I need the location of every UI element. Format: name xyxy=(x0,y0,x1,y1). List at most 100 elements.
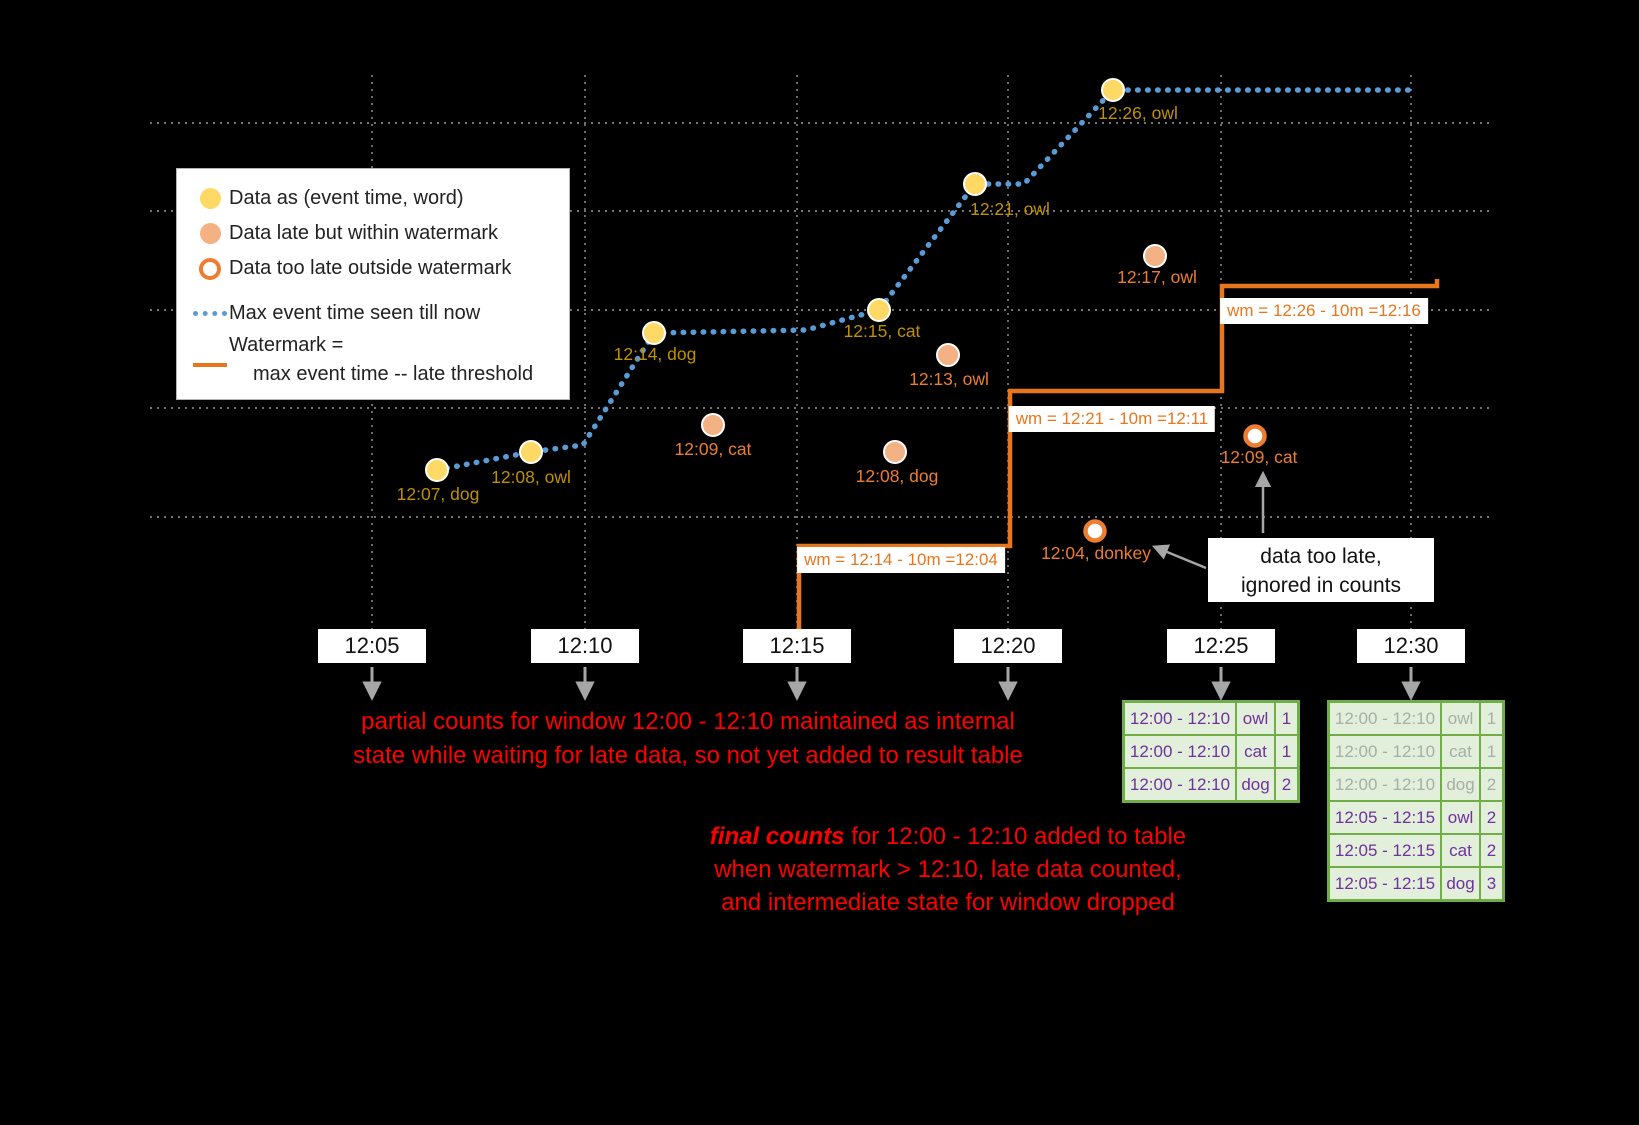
count-cell: 1 xyxy=(1479,700,1505,736)
legend-item-on-time: Data as (event time, word) xyxy=(191,181,561,216)
max-event-time-line xyxy=(434,87,1417,473)
watermark-value-label: wm = 12:14 - 10m =12:04 xyxy=(797,547,1005,573)
on-time-data-point xyxy=(425,458,449,482)
window-cell: 12:00 - 12:10 xyxy=(1122,700,1237,736)
on-time-point-icon xyxy=(191,188,229,209)
too-late-point-label: 12:04, donkey xyxy=(1041,543,1151,563)
on-time-data-point xyxy=(642,321,666,345)
too-late-point-label: 12:09, cat xyxy=(1221,447,1298,467)
too-late-data-point xyxy=(1243,424,1267,448)
word-cell: owl xyxy=(1440,800,1481,835)
legend-item-late: Data late but within watermark xyxy=(191,216,561,251)
window-cell: 12:05 - 12:15 xyxy=(1327,800,1442,835)
too-late-callout-arrow xyxy=(1151,544,1207,570)
window-cell: 12:00 - 12:10 xyxy=(1122,734,1237,769)
processing-time-tick-12-10: 12:10 xyxy=(531,629,639,663)
legend-item-max-event-line: Max event time seen till now xyxy=(191,296,561,331)
legend-label-line2: max event time -- late threshold xyxy=(253,363,534,385)
window-cell: 12:05 - 12:15 xyxy=(1327,866,1442,902)
watermark-line xyxy=(796,279,1440,630)
late-data-point xyxy=(1143,244,1167,268)
on-time-point-label: 12:21, owl xyxy=(970,199,1050,219)
on-time-point-label: 12:08, owl xyxy=(491,467,571,487)
on-time-data-point xyxy=(867,298,891,322)
max-event-line-icon xyxy=(191,311,229,316)
count-cell: 3 xyxy=(1479,866,1505,902)
word-cell: owl xyxy=(1440,700,1481,736)
legend-item-watermark-line: Watermark = max event time -- late thres… xyxy=(191,331,561,389)
window-cell: 12:00 - 12:10 xyxy=(1327,700,1442,736)
on-time-point-label: 12:07, dog xyxy=(397,484,480,504)
legend-label: Watermark = xyxy=(229,334,344,356)
on-time-data-point xyxy=(1101,78,1125,102)
watermark-value-label: wm = 12:26 - 10m =12:16 xyxy=(1220,298,1428,324)
processing-time-tick-12-05: 12:05 xyxy=(318,629,426,663)
window-cell: 12:00 - 12:10 xyxy=(1327,767,1442,802)
final-counts-annotation: final counts for 12:00 - 12:10 added to … xyxy=(638,820,1258,919)
word-cell: dog xyxy=(1440,767,1481,802)
word-cell: dog xyxy=(1440,866,1481,902)
legend-label: Data too late outside watermark xyxy=(229,257,512,279)
word-cell: cat xyxy=(1235,734,1276,769)
word-cell: dog xyxy=(1235,767,1276,803)
late-point-icon xyxy=(191,223,229,244)
too-late-callout: data too late, ignored in counts xyxy=(1208,538,1434,602)
late-point-label: 12:17, owl xyxy=(1117,267,1197,287)
word-cell: cat xyxy=(1440,833,1481,868)
processing-time-tick-12-15: 12:15 xyxy=(743,629,851,663)
count-cell: 2 xyxy=(1479,833,1505,868)
processing-time-tick-12-25: 12:25 xyxy=(1167,629,1275,663)
annotation-line: state while waiting for late data, so no… xyxy=(353,742,1023,769)
processing-time-tick-12-30: 12:30 xyxy=(1357,629,1465,663)
annotation-line: final counts for 12:00 - 12:10 added to … xyxy=(709,823,1187,850)
partial-counts-annotation: partial counts for window 12:00 - 12:10 … xyxy=(318,705,1058,773)
annotation-line: when watermark > 12:10, late data counte… xyxy=(714,856,1182,883)
window-cell: 12:00 - 12:10 xyxy=(1327,734,1442,769)
too-late-data-point xyxy=(1083,519,1107,543)
on-time-point-label: 12:14, dog xyxy=(614,344,697,364)
count-cell: 2 xyxy=(1479,767,1505,802)
late-data-point xyxy=(936,343,960,367)
count-cell: 1 xyxy=(1479,734,1505,769)
count-cell: 1 xyxy=(1274,700,1300,736)
too-late-point-icon xyxy=(191,257,229,280)
late-point-label: 12:09, cat xyxy=(675,439,752,459)
count-cell: 2 xyxy=(1479,800,1505,835)
callout-line: data too late, xyxy=(1260,545,1382,568)
watermark-line-icon xyxy=(191,363,229,367)
on-time-data-point xyxy=(963,172,987,196)
late-data-point xyxy=(883,440,907,464)
annotation-line: and intermediate state for window droppe… xyxy=(721,889,1175,916)
legend: Data as (event time, word) Data late but… xyxy=(176,168,570,400)
legend-label: Data late but within watermark xyxy=(229,222,499,244)
word-cell: cat xyxy=(1440,734,1481,769)
late-point-label: 12:13, owl xyxy=(909,369,989,389)
on-time-point-label: 12:15, cat xyxy=(844,321,921,341)
late-data-point xyxy=(701,413,725,437)
legend-item-too-late: Data too late outside watermark xyxy=(191,251,561,286)
legend-label: Max event time seen till now xyxy=(229,302,481,324)
count-cell: 2 xyxy=(1274,767,1300,803)
word-cell: owl xyxy=(1235,700,1276,736)
late-point-label: 12:08, dog xyxy=(856,466,939,486)
window-cell: 12:00 - 12:10 xyxy=(1122,767,1237,803)
legend-label: Data as (event time, word) xyxy=(229,187,464,209)
on-time-data-point xyxy=(519,440,543,464)
final-counts-emphasis: final counts xyxy=(709,823,845,850)
annotation-line: partial counts for window 12:00 - 12:10 … xyxy=(361,708,1015,735)
on-time-point-label: 12:26, owl xyxy=(1098,103,1178,123)
count-cell: 1 xyxy=(1274,734,1300,769)
